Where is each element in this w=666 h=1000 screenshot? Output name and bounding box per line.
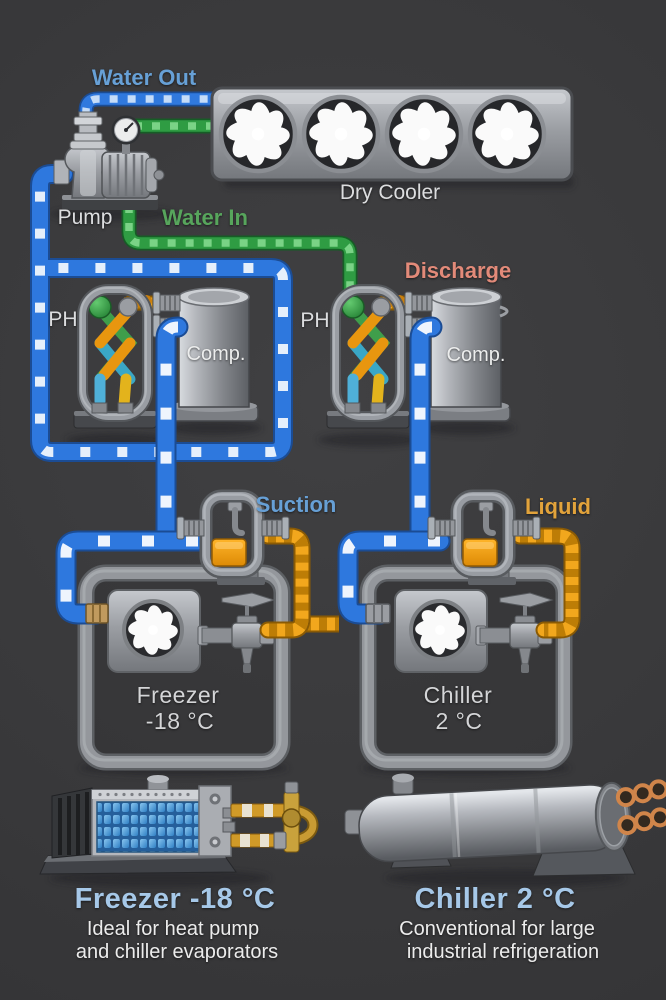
comp-left-label: Comp. [186, 343, 246, 365]
pressure-gauge-icon [111, 115, 141, 154]
plate-heat-exchanger-left [73, 284, 157, 429]
freezer-caption-line1: Ideal for heat pump [86, 918, 260, 940]
pipe-suction-header-right [337, 530, 451, 625]
dry-cooler-fan-icon [218, 94, 547, 174]
freezer-caption-line2: and chiller evaporators [75, 941, 279, 963]
dry-cooler [210, 86, 574, 182]
pipe-liquid-right [511, 527, 581, 639]
chiller-caption-heading: Chiller 2 °C [414, 883, 576, 915]
copper-tubes-icon [615, 779, 666, 836]
ph-right-label: PH [300, 309, 330, 332]
shell-tube-product [344, 773, 666, 877]
freezer-caption-heading: Freezer -18 °C [74, 883, 276, 915]
discharge-label: Discharge [404, 258, 512, 283]
plate-heat-exchanger-right [326, 284, 410, 429]
evaporator-fan-icon [122, 599, 184, 661]
plate-hx-product [39, 775, 319, 875]
freezer-box [77, 564, 291, 771]
pipe-suction-header-left [55, 530, 209, 625]
ph-left-label: PH [48, 308, 78, 331]
evaporator-fan-icon [409, 599, 471, 661]
compressor-left [152, 287, 259, 422]
comp-right-label: Comp. [446, 344, 506, 366]
freezer-name: Freezer [136, 682, 220, 708]
pipe-water-out [78, 91, 222, 160]
pipe-liquid-left [259, 527, 339, 639]
pipe-water-in [121, 118, 358, 308]
pump [53, 111, 165, 210]
pipe-suction-left [155, 316, 189, 552]
liquid-label: Liquid [525, 494, 591, 519]
dry-cooler-label: Dry Cooler [339, 181, 441, 204]
chiller-temperature: 2 °C [435, 708, 483, 734]
pump-label: Pump [57, 206, 113, 229]
suction-label: Suction [255, 492, 337, 517]
brass-piping [230, 781, 302, 853]
chiller-caption-line2: industrial refrigeration [406, 941, 600, 963]
compressor-right [404, 287, 511, 422]
water-out-label: Water Out [91, 65, 197, 90]
chiller-name: Chiller [423, 682, 493, 708]
freezer-temperature: -18 °C [145, 708, 215, 734]
pipe-suction-right [409, 316, 443, 552]
chiller-caption-line1: Conventional for large [399, 918, 595, 940]
water-in-label: Water In [162, 205, 248, 230]
